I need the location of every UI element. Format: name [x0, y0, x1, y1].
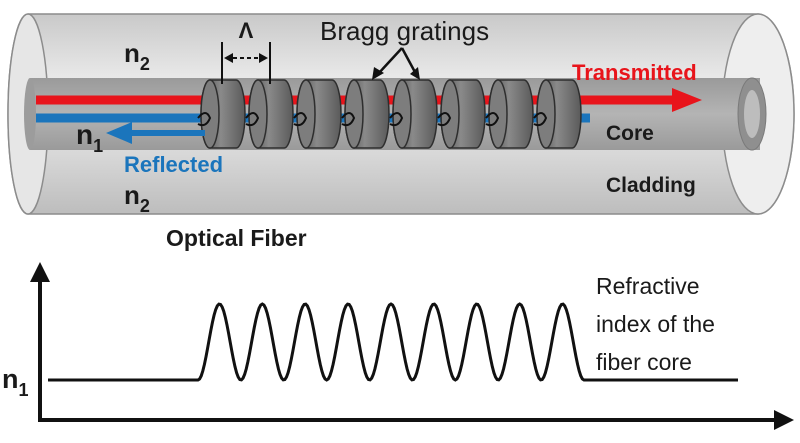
core-label: Core: [606, 122, 654, 145]
refractive-caption-line2: index of the: [596, 311, 715, 337]
core-index-label: n1: [76, 119, 103, 156]
transmitted-arrowhead: [672, 88, 702, 112]
bragg-gratings: [197, 79, 582, 149]
grating-ring: [197, 79, 246, 149]
refractive-caption-line3: fiber core: [596, 349, 692, 375]
reflected-label: Reflected: [124, 152, 223, 177]
bragg-gratings-label: Bragg gratings: [320, 16, 489, 46]
optical-fiber-title: Optical Fiber: [166, 225, 307, 251]
refractive-index-profile: [48, 302, 738, 382]
refractive-index-plot: [30, 262, 794, 430]
axis-core-index-label: n1: [2, 364, 29, 400]
refractive-caption-line1: Refractive: [596, 273, 700, 299]
grating-period-label: Λ: [239, 18, 254, 43]
bragg-arrowhead-left: [372, 67, 384, 80]
grating-ring: [389, 79, 438, 149]
plot-y-axis-arrowhead: [30, 262, 50, 282]
grating-ring: [293, 79, 342, 149]
grating-ring: [437, 79, 486, 149]
grating-ring: [533, 79, 582, 149]
transmitted-label: Transmitted: [572, 60, 697, 85]
grating-ring: [245, 79, 294, 149]
plot-x-axis-arrowhead: [774, 410, 794, 430]
reflected-arrow: [106, 122, 205, 144]
grating-ring: [485, 79, 534, 149]
bragg-pointer-arrows: [377, 47, 418, 75]
cladding-index-label-bottom: n2: [124, 180, 150, 216]
cladding-index-label-top: n2: [124, 38, 150, 74]
bragg-arrowhead-right: [410, 67, 420, 80]
cladding-label: Cladding: [606, 174, 696, 197]
grating-ring: [341, 79, 390, 149]
grating-period-indicator: [221, 42, 271, 84]
